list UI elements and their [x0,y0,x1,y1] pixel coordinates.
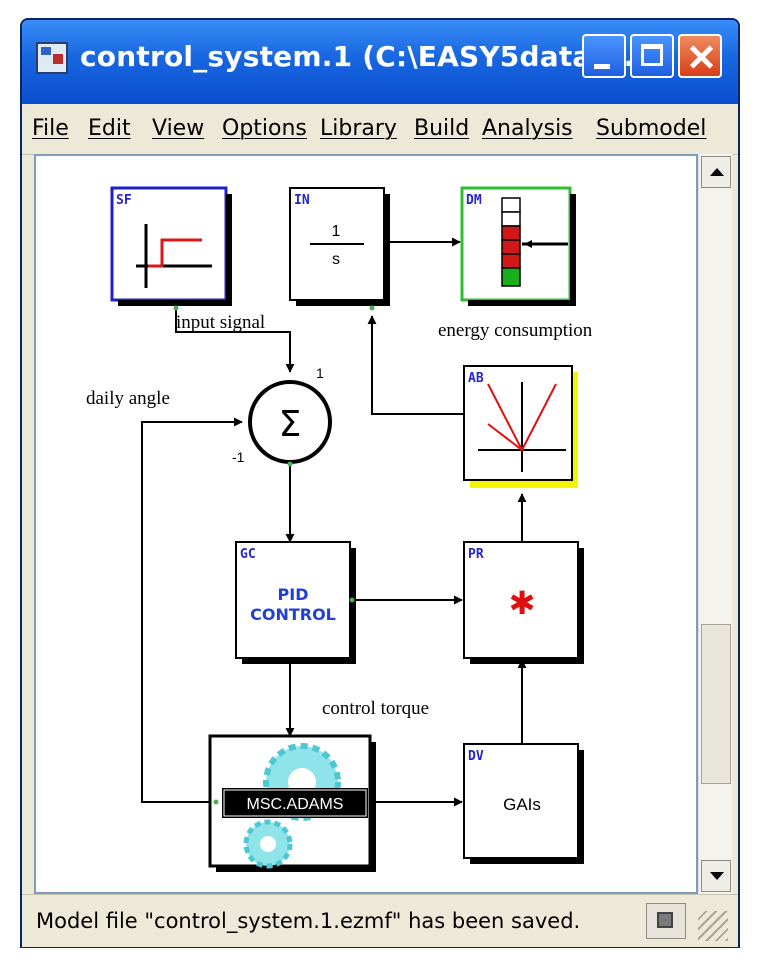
vertical-scrollbar[interactable] [698,154,732,894]
pr-code: PR [468,547,484,562]
multiply-icon: ✱ [509,584,536,622]
scroll-down-button[interactable] [701,860,731,892]
wire-adams-feedback [141,417,243,803]
in-block[interactable]: IN 1 s [289,187,390,306]
status-bar: Model file "control_system.1.ezmf" has b… [22,894,738,947]
resize-grip[interactable] [698,911,728,941]
maximize-button[interactable] [630,34,674,78]
sf-block[interactable]: SF [110,186,232,306]
pid-label-line2: CONTROL [250,605,336,624]
daily-angle-label: daily angle [86,388,170,409]
scroll-up-button[interactable] [701,156,731,188]
sum-junction[interactable]: Σ 1 -1 [232,365,332,465]
wire-ab-to-in [367,315,464,415]
menu-file[interactable]: File [32,116,69,141]
menu-edit[interactable]: Edit [88,116,131,141]
scroll-thumb[interactable] [701,624,731,784]
energy-consumption-label: energy consumption [438,320,593,341]
menu-library[interactable]: Library [320,116,397,141]
sigma-icon: Σ [279,404,302,445]
sum-plus-sign: 1 [316,365,324,381]
pr-block[interactable]: PR ✱ [463,541,584,664]
ab-code: AB [468,371,484,386]
dv-label: GAIs [503,795,541,814]
window-title: control_system.1 (C:\EASY5data\... [80,40,635,73]
close-button[interactable] [678,34,722,78]
menu-view[interactable]: View [152,116,205,141]
app-icon[interactable] [36,42,68,74]
gc-code: GC [240,547,256,562]
connections [141,237,527,807]
diagram-canvas[interactable]: SF IN 1 s DM [34,154,698,894]
app-window: control_system.1 (C:\EASY5data\... File … [20,18,740,948]
energy-meter-icon [501,197,521,287]
adams-label: MSC.ADAMS [247,796,344,813]
in-denominator: s [332,251,340,268]
sum-minus-sign: -1 [232,449,245,465]
adams-block[interactable]: MSC.ADAMS [208,734,376,872]
input-signal-label: input signal [176,312,265,333]
wire-sf-to-sum [175,308,295,373]
dv-block[interactable]: DV GAIs [463,743,584,864]
gc-block[interactable]: GC PID CONTROL [235,541,356,664]
menu-options[interactable]: Options [222,116,307,141]
sf-code: SF [116,193,132,208]
port-dots [173,305,375,805]
menu-submodel[interactable]: Submodel [596,116,707,141]
dm-block[interactable]: DM [460,186,576,306]
menu-bar: File Edit View Options Library Build Ana… [22,104,738,155]
status-message: Model file "control_system.1.ezmf" has b… [36,909,581,933]
dv-code: DV [468,749,484,764]
ab-block[interactable]: AB [463,365,578,488]
step-signal-icon [148,238,202,268]
menu-build[interactable]: Build [414,116,470,141]
pid-label-line1: PID [278,585,309,604]
menu-analysis[interactable]: Analysis [482,116,573,141]
dm-code: DM [466,193,482,208]
control-torque-label: control torque [322,698,429,719]
status-panel-icon[interactable] [646,903,686,939]
in-code: IN [294,193,310,208]
title-bar[interactable]: control_system.1 (C:\EASY5data\... [22,20,738,104]
minimize-button[interactable] [582,34,626,78]
in-numerator: 1 [332,223,341,240]
